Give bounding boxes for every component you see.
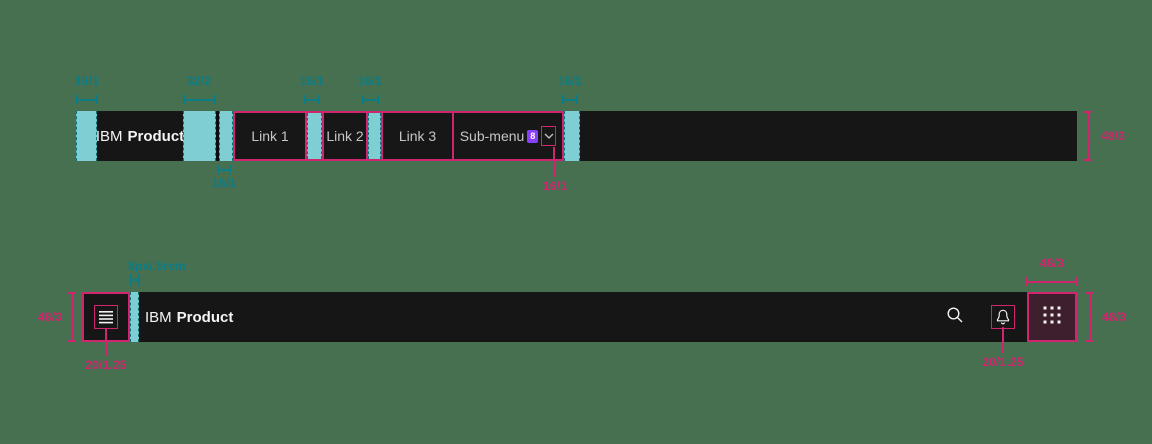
annotation-height-left: 48/3 — [37, 310, 62, 324]
product-header: IBM Product — [82, 292, 1077, 342]
search-icon — [945, 305, 965, 330]
measure-brand-spacer — [183, 95, 216, 104]
annotation-start-spacer: 16/1 — [74, 74, 100, 88]
spacer-link-1-2 — [307, 113, 322, 159]
app-switcher-icon — [1041, 304, 1063, 331]
spacer-link-2-3 — [368, 113, 381, 159]
callout-chevron — [553, 147, 555, 177]
header-empty-space — [580, 111, 1077, 161]
spacer-end — [564, 111, 580, 161]
header-brand[interactable]: IBM Product — [139, 292, 233, 342]
annotation-end-spacer: 16/1 — [557, 74, 583, 88]
header-brand[interactable]: IBM Product — [95, 111, 185, 161]
annotation-brand-spacer: 32/2 — [186, 74, 212, 88]
annotation-bell-icon-size: 20/1.25 — [982, 355, 1024, 369]
spacer-brand — [183, 111, 216, 161]
nav-links-highlight: Link 1 Link 2 Link 3 Sub-menu 8 — [233, 111, 564, 161]
measure-link-gap-2 — [362, 95, 379, 104]
spacer-start — [76, 111, 97, 161]
measure-link-gap-1 — [304, 95, 320, 104]
nav-link-3-label: Link 3 — [398, 128, 437, 144]
submenu-badge: 8 — [527, 129, 539, 143]
annotation-link-gap-2: 16/1 — [357, 74, 383, 88]
measure-end-spacer — [562, 95, 578, 104]
brand-prefix: IBM — [145, 308, 172, 326]
callout-bell-icon — [1002, 327, 1004, 353]
measure-switcher-width — [1026, 277, 1078, 286]
brand-prefix: IBM — [95, 127, 123, 145]
chevron-down-icon[interactable] — [541, 126, 557, 146]
submenu-label: Sub-menu — [459, 128, 525, 144]
notification-bell-icon — [991, 305, 1015, 329]
search-button[interactable] — [931, 292, 979, 342]
measure-bottom-header-height-right — [1085, 292, 1094, 342]
nav-link-2[interactable]: Link 2 — [322, 113, 368, 159]
nav-link-2-label: Link 2 — [326, 128, 364, 144]
spacer-divider — [219, 111, 233, 161]
brand-nav-divider — [216, 111, 219, 161]
annotation-switcher-width: 48/3 — [1039, 256, 1065, 270]
measure-brand-gap — [130, 274, 140, 286]
top-header: IBM Product Link 1 Link 2 Link 3 Sub-men… — [76, 111, 1077, 161]
menu-icon — [94, 305, 118, 329]
annotation-chevron-size: 16/1 — [542, 179, 568, 193]
measure-divider-gap — [217, 165, 231, 174]
annotation-menu-icon-size: 20/1.25 — [85, 358, 127, 372]
nav-link-3[interactable]: Link 3 — [381, 113, 454, 159]
nav-link-1-label: Link 1 — [251, 128, 289, 144]
spacer-menu-brand — [130, 292, 139, 342]
measure-bottom-header-height-left — [67, 292, 76, 342]
annotation-top-header-height: 48/3 — [1101, 129, 1126, 143]
brand-name: Product — [127, 127, 185, 145]
measure-start-spacer — [76, 95, 98, 104]
header-empty-space — [233, 292, 931, 342]
annotation-divider-gap: 16/1 — [211, 176, 237, 190]
app-switcher-button[interactable] — [1027, 292, 1077, 342]
brand-name: Product — [176, 308, 234, 326]
annotation-height-right: 48/3 — [1102, 310, 1127, 324]
callout-menu-icon — [105, 328, 107, 356]
annotation-link-gap-1: 16/1 — [299, 74, 325, 88]
nav-submenu[interactable]: Sub-menu 8 — [454, 113, 564, 159]
nav-link-1[interactable]: Link 1 — [233, 113, 307, 159]
annotation-brand-gap: 8px/.5rem — [128, 259, 186, 273]
measure-top-header-height — [1083, 111, 1092, 161]
